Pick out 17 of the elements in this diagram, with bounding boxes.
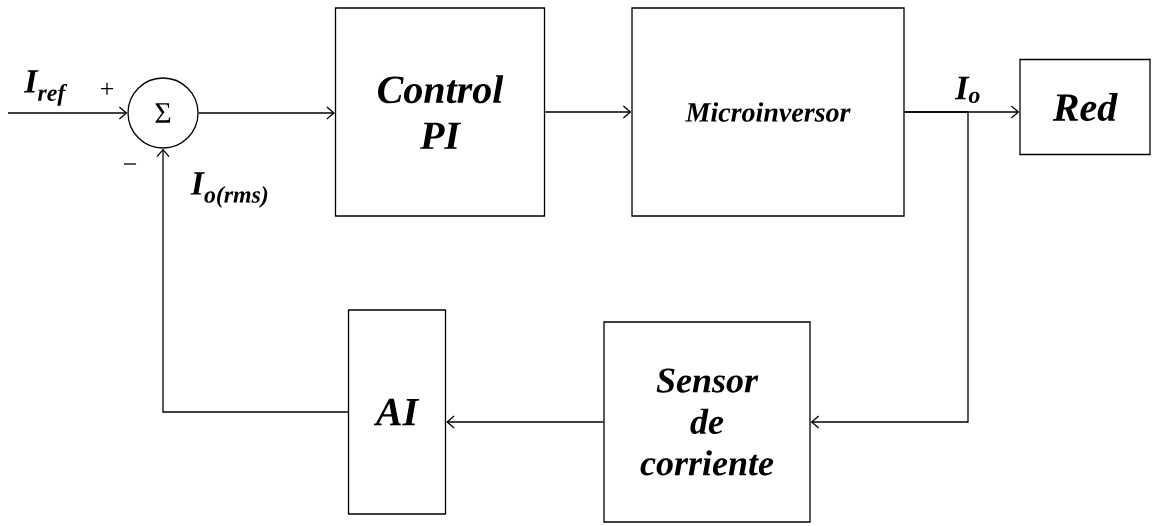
signal-label: − [124,163,137,165]
arrow [446,415,604,429]
arrow [156,148,349,413]
arrow [544,105,632,119]
summing-junction: Σ [127,77,199,149]
arrow [7,106,128,120]
arrow [810,111,969,429]
signal-label: I$_{o(rms)}$ [190,172,268,208]
process-box: Microinversor [631,7,905,217]
process-box: Red [1019,58,1151,156]
signal-label: + [101,82,114,95]
signal-label: I$_{ref}$ [23,70,68,106]
arrow [198,106,335,120]
process-box: Sensor de corriente [603,321,811,523]
process-box: Control PI [334,7,546,217]
signal-label: I$_{o}$ [954,76,980,104]
process-box: AI [347,309,447,515]
